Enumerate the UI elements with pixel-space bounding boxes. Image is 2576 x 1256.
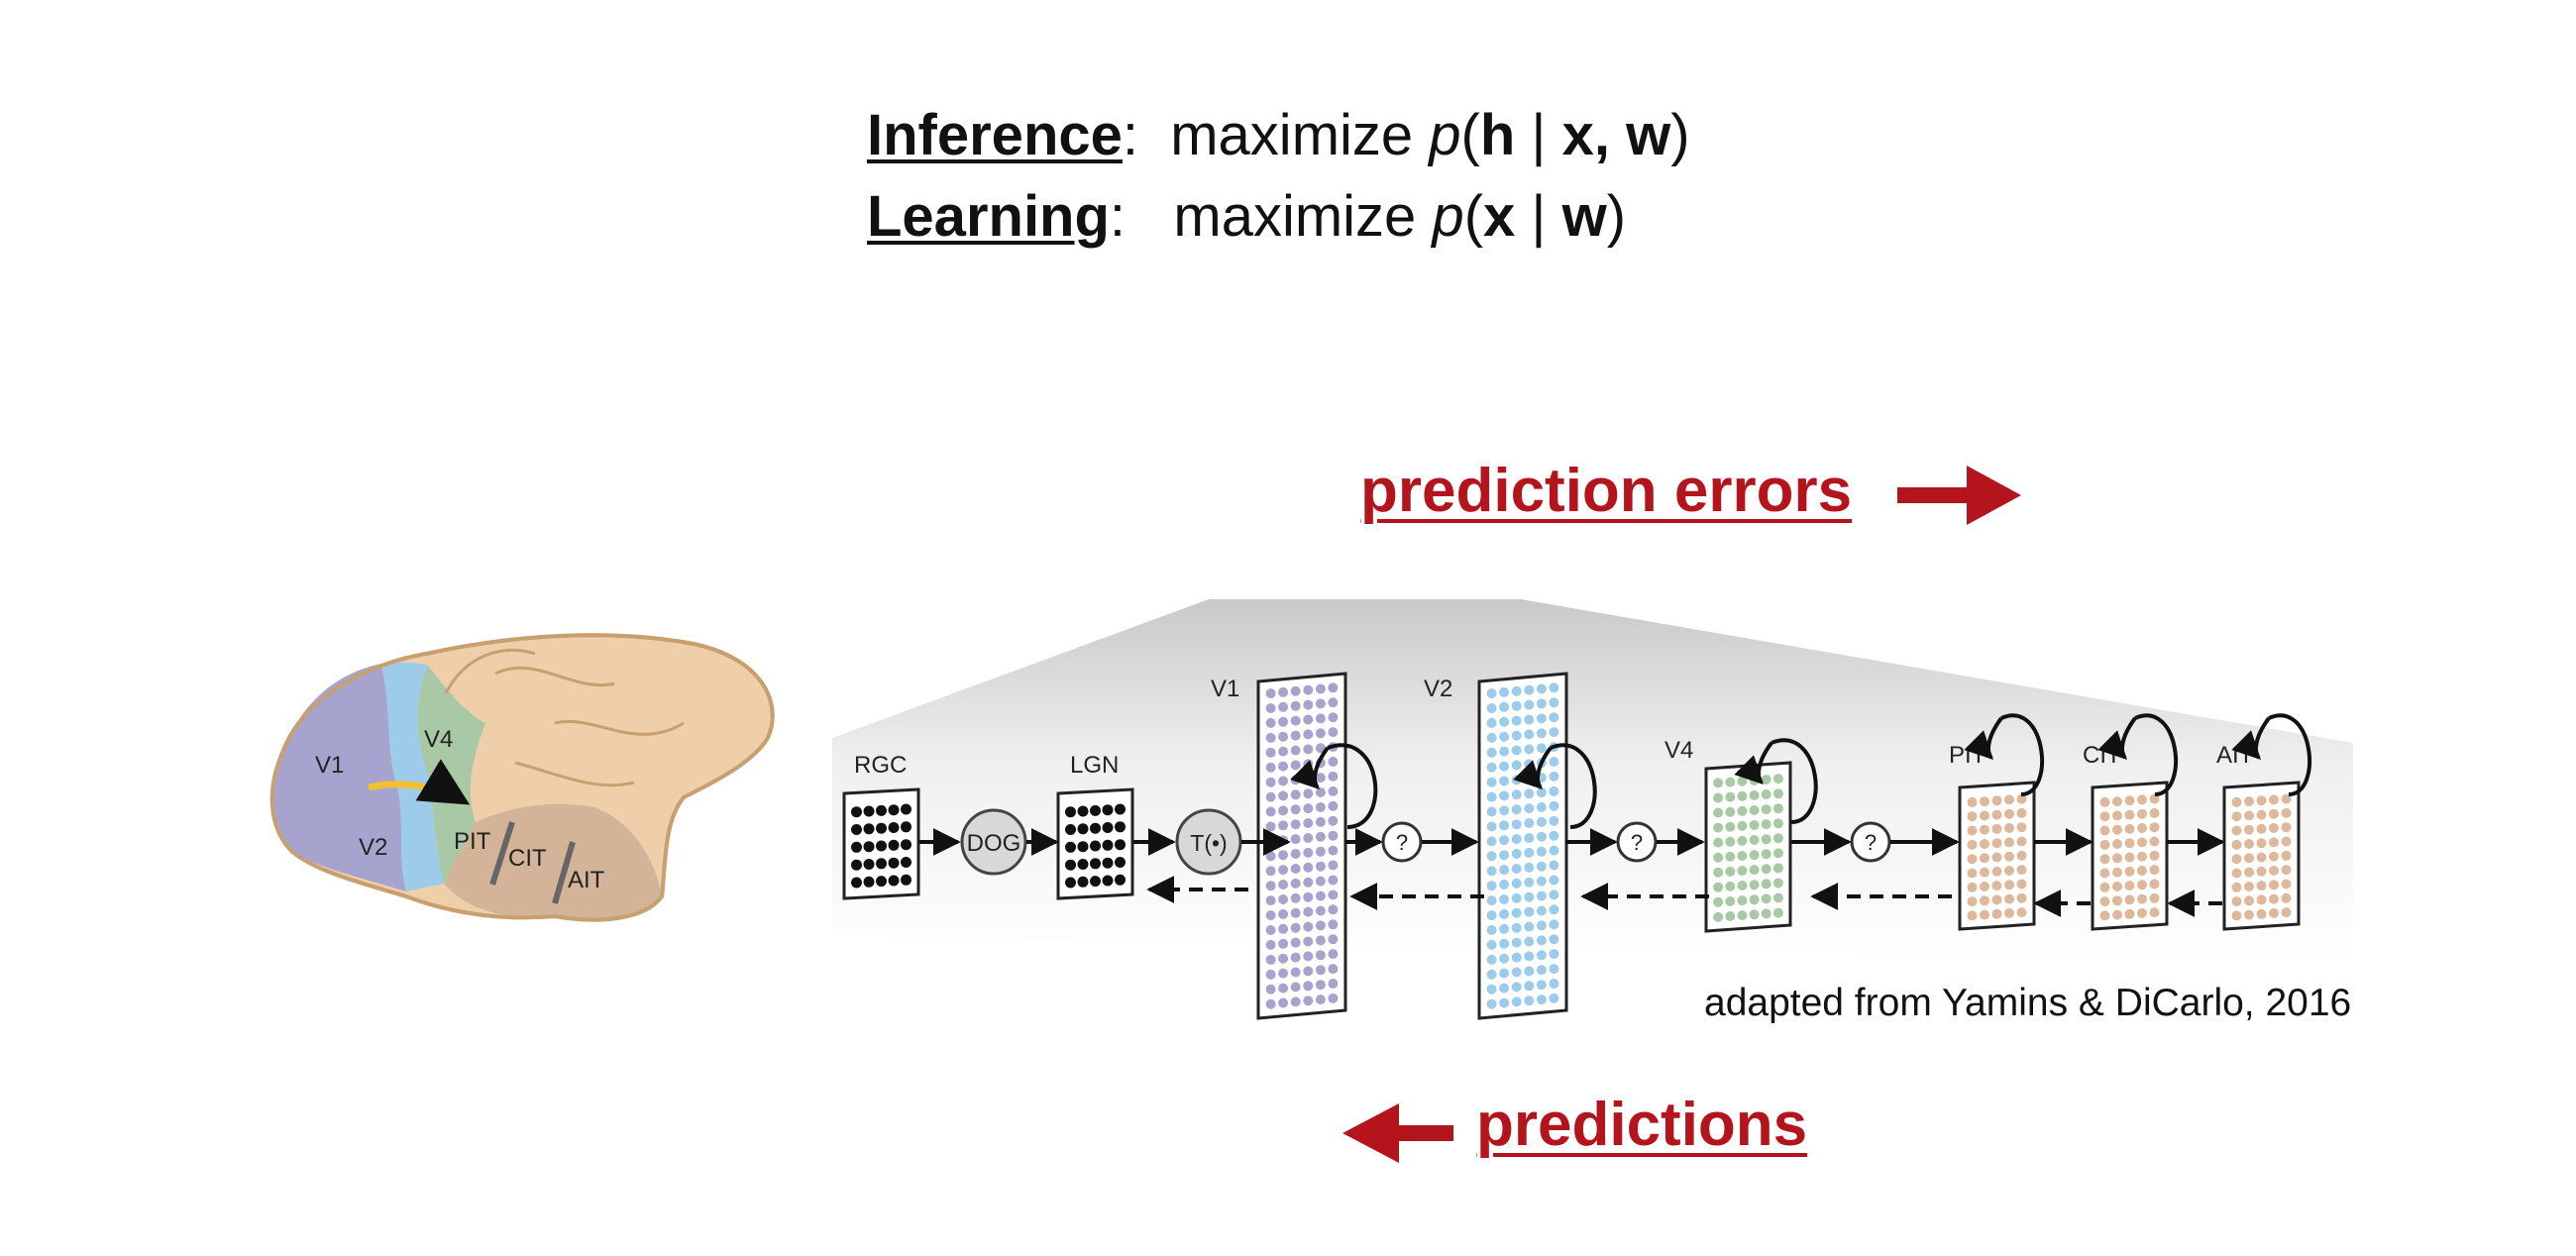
- recurrent-loop-arrow-icon: [1538, 743, 1597, 829]
- inference-term: Inference: [867, 103, 1123, 167]
- ait-layer: [2222, 781, 2301, 931]
- svg-text:DOG: DOG: [967, 830, 1021, 857]
- learning-x: x: [1483, 184, 1516, 249]
- learning-bar: |: [1515, 184, 1562, 249]
- predictions-arrow-icon: [1342, 1103, 1453, 1163]
- inference-close-paren: ): [1670, 103, 1690, 167]
- lgn-layer: [1056, 787, 1134, 900]
- v2-layer: [1477, 672, 1568, 1020]
- net-label-rgc: RGC: [854, 752, 907, 779]
- inference-open-paren: (: [1460, 103, 1480, 167]
- inference-h: h: [1479, 103, 1516, 167]
- v1-layer: [1256, 672, 1347, 1020]
- network-layers: [842, 672, 2301, 1020]
- connection-arrows: [919, 713, 2311, 917]
- brain-it-region: [444, 803, 662, 920]
- learning-colon: : maximize: [1109, 184, 1433, 249]
- inference-xw: x, w: [1561, 103, 1671, 167]
- transform-operation: T(•): [1175, 808, 1242, 876]
- dog-operation: DOG: [960, 808, 1027, 876]
- cit-layer: [2091, 781, 2169, 931]
- prediction-errors-label: prediction errors: [1360, 457, 1853, 525]
- recurrent-loop-arrow-icon: [1759, 738, 1818, 824]
- recurrent-loop-arrow-icon: [2122, 713, 2178, 796]
- brain-label-v2: V2: [359, 834, 387, 861]
- citation-credit: adapted from Yamins & DiCarlo, 2016: [1704, 982, 2352, 1024]
- brain-label-pit: PIT: [454, 828, 491, 855]
- brain-label-v4: V4: [424, 726, 453, 753]
- unknown-operation-3: ?: [1850, 821, 1891, 863]
- brain-label-cit: CIT: [508, 845, 547, 872]
- learning-term: Learning: [867, 184, 1110, 249]
- net-label-ait: AIT: [2216, 742, 2254, 769]
- learning-p: p: [1432, 184, 1464, 249]
- inference-p: p: [1429, 103, 1461, 167]
- brain-label-ait: AIT: [568, 867, 605, 893]
- inference-colon: : maximize: [1122, 103, 1430, 167]
- net-label-v4: V4: [1664, 737, 1693, 764]
- svg-text:T(•): T(•): [1190, 830, 1227, 856]
- pit-layer: [1958, 781, 2036, 931]
- recurrent-loop-arrow-icon: [2256, 713, 2311, 796]
- ventral-stream-arrow-icon: [368, 759, 471, 806]
- net-label-pit: PIT: [1949, 742, 1986, 769]
- net-label-cit: CIT: [2083, 742, 2121, 769]
- svg-text:?: ?: [1865, 830, 1877, 855]
- svg-text:?: ?: [1396, 830, 1408, 855]
- predictions-label: predictions: [1476, 1091, 1808, 1159]
- net-label-v1: V1: [1211, 676, 1239, 702]
- unknown-operation-2: ?: [1616, 821, 1658, 863]
- brain-label-v1: V1: [315, 752, 344, 779]
- net-label-v2: V2: [1424, 676, 1452, 702]
- brain-v1-region: [271, 664, 406, 891]
- learning-equation: Learning: maximize p(x | w): [867, 188, 1626, 246]
- unknown-operation-1: ?: [1381, 821, 1423, 863]
- brain-v2-region: [381, 662, 444, 891]
- svg-text:?: ?: [1631, 830, 1643, 855]
- inference-equation: Inference: maximize p(h | x, w): [867, 107, 1690, 164]
- learning-w: w: [1561, 184, 1607, 249]
- recurrent-loop-arrow-icon: [1988, 713, 2044, 796]
- prediction-errors-arrow-icon: [1897, 466, 2021, 525]
- v4-layer: [1704, 761, 1792, 933]
- learning-open-paren: (: [1463, 184, 1484, 249]
- rgc-layer: [842, 787, 920, 900]
- recurrent-loop-arrow-icon: [1315, 743, 1378, 829]
- inference-bar: |: [1515, 103, 1562, 167]
- learning-close-paren: ): [1606, 184, 1627, 249]
- macaque-brain-illustration: V1 V2 V4 PIT CIT AIT: [269, 633, 775, 922]
- net-label-lgn: LGN: [1070, 752, 1119, 779]
